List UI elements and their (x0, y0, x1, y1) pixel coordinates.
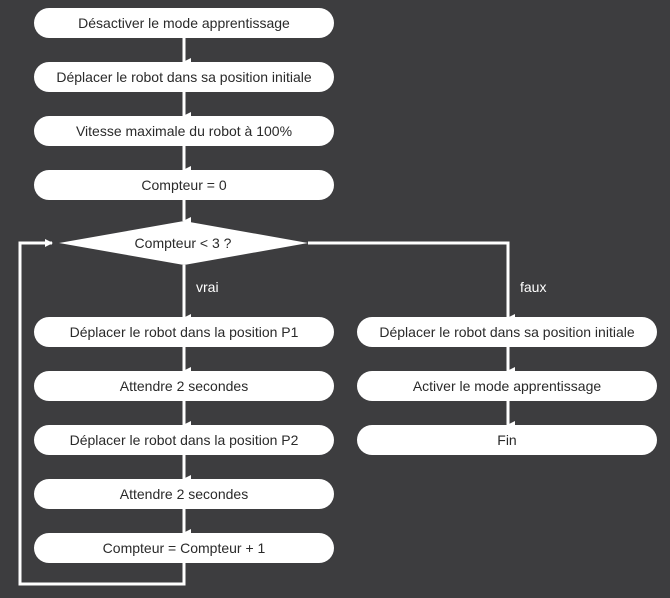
step-disable-learning-mode: Désactiver le mode apprentissage (34, 8, 334, 38)
end-enable-learning-mode: Activer le mode apprentissage (357, 371, 657, 401)
end-move-robot-initial: Déplacer le robot dans sa position initi… (357, 317, 657, 347)
decision-diamond (59, 221, 308, 265)
end-fin: Fin (357, 425, 657, 455)
arrow-loop-back (18, 239, 186, 586)
loop-move-p1: Déplacer le robot dans la position P1 (34, 317, 334, 347)
loop-wait-1: Attendre 2 secondes (34, 371, 334, 401)
step-move-robot-initial: Déplacer le robot dans sa position initi… (34, 62, 334, 92)
branch-false-label: faux (520, 279, 547, 295)
decision-label: Compteur < 3 ? (134, 235, 232, 251)
step-max-speed: Vitesse maximale du robot à 100% (34, 116, 334, 146)
loop-counter-increment: Compteur = Compteur + 1 (34, 533, 334, 563)
step-counter-init: Compteur = 0 (34, 170, 334, 200)
branch-true-label: vrai (196, 279, 219, 295)
loop-wait-2: Attendre 2 secondes (34, 479, 334, 509)
arrow-decision-false (308, 241, 515, 322)
loop-move-p2: Déplacer le robot dans la position P2 (34, 425, 334, 455)
